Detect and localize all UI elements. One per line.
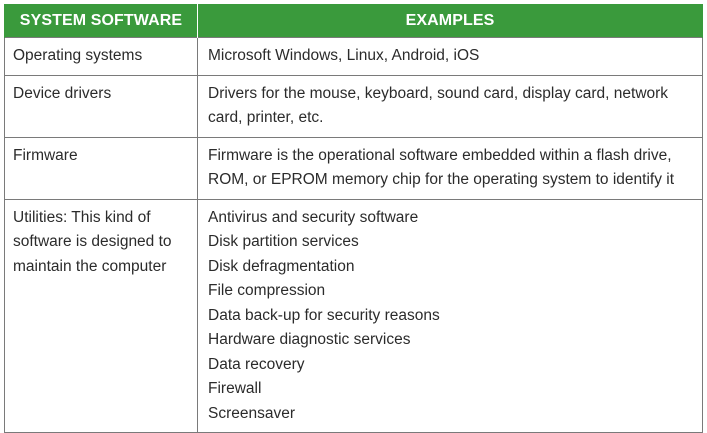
example-line: Microsoft Windows, Linux, Android, iOS: [208, 47, 480, 64]
examples-cell: Drivers for the mouse, keyboard, sound c…: [197, 74, 703, 138]
example-line: Hardware diagnostic services: [208, 331, 411, 348]
category-cell: Firmware: [4, 136, 198, 200]
table-row: Firmware Firmware is the operational sof…: [4, 136, 703, 200]
category-cell: Operating systems: [4, 37, 198, 76]
header-row: SYSTEM SOFTWARE EXAMPLES: [4, 4, 703, 38]
table-row: Utilities: This kind of software is desi…: [4, 198, 703, 433]
system-software-table: SYSTEM SOFTWARE EXAMPLES Operating syste…: [4, 4, 703, 433]
examples-cell: Microsoft Windows, Linux, Android, iOS: [197, 37, 703, 76]
table-row: Operating systems Microsoft Windows, Lin…: [4, 37, 703, 76]
category-cell: Device drivers: [4, 74, 198, 138]
category-cell: Utilities: This kind of software is desi…: [4, 198, 198, 433]
example-line: Firmware is the operational software emb…: [208, 146, 672, 164]
table-header: SYSTEM SOFTWARE EXAMPLES: [4, 4, 703, 38]
example-line: Data back-up for security reasons: [208, 306, 440, 324]
examples-cell: Antivirus and security software Disk par…: [197, 198, 703, 433]
example-line: Antivirus and security software: [208, 208, 419, 226]
example-line: card, printer, etc.: [208, 109, 324, 126]
examples-cell: Firmware is the operational software emb…: [197, 136, 703, 200]
example-line: Screensaver: [208, 404, 296, 422]
example-line: ROM, or EPROM memory chip for the operat…: [208, 171, 675, 188]
example-line: File compression: [208, 282, 326, 299]
example-line: Drivers for the mouse, keyboard, sound c…: [208, 84, 669, 102]
table-body: Operating systems Microsoft Windows, Lin…: [4, 37, 703, 433]
example-line: Data recovery: [208, 355, 305, 373]
header-system-software: SYSTEM SOFTWARE: [4, 4, 198, 38]
example-line: Disk partition services: [208, 233, 359, 250]
example-line: Firewall: [208, 380, 262, 397]
header-examples: EXAMPLES: [197, 4, 703, 38]
example-line: Disk defragmentation: [208, 257, 355, 275]
table-row: Device drivers Drivers for the mouse, ke…: [4, 74, 703, 138]
